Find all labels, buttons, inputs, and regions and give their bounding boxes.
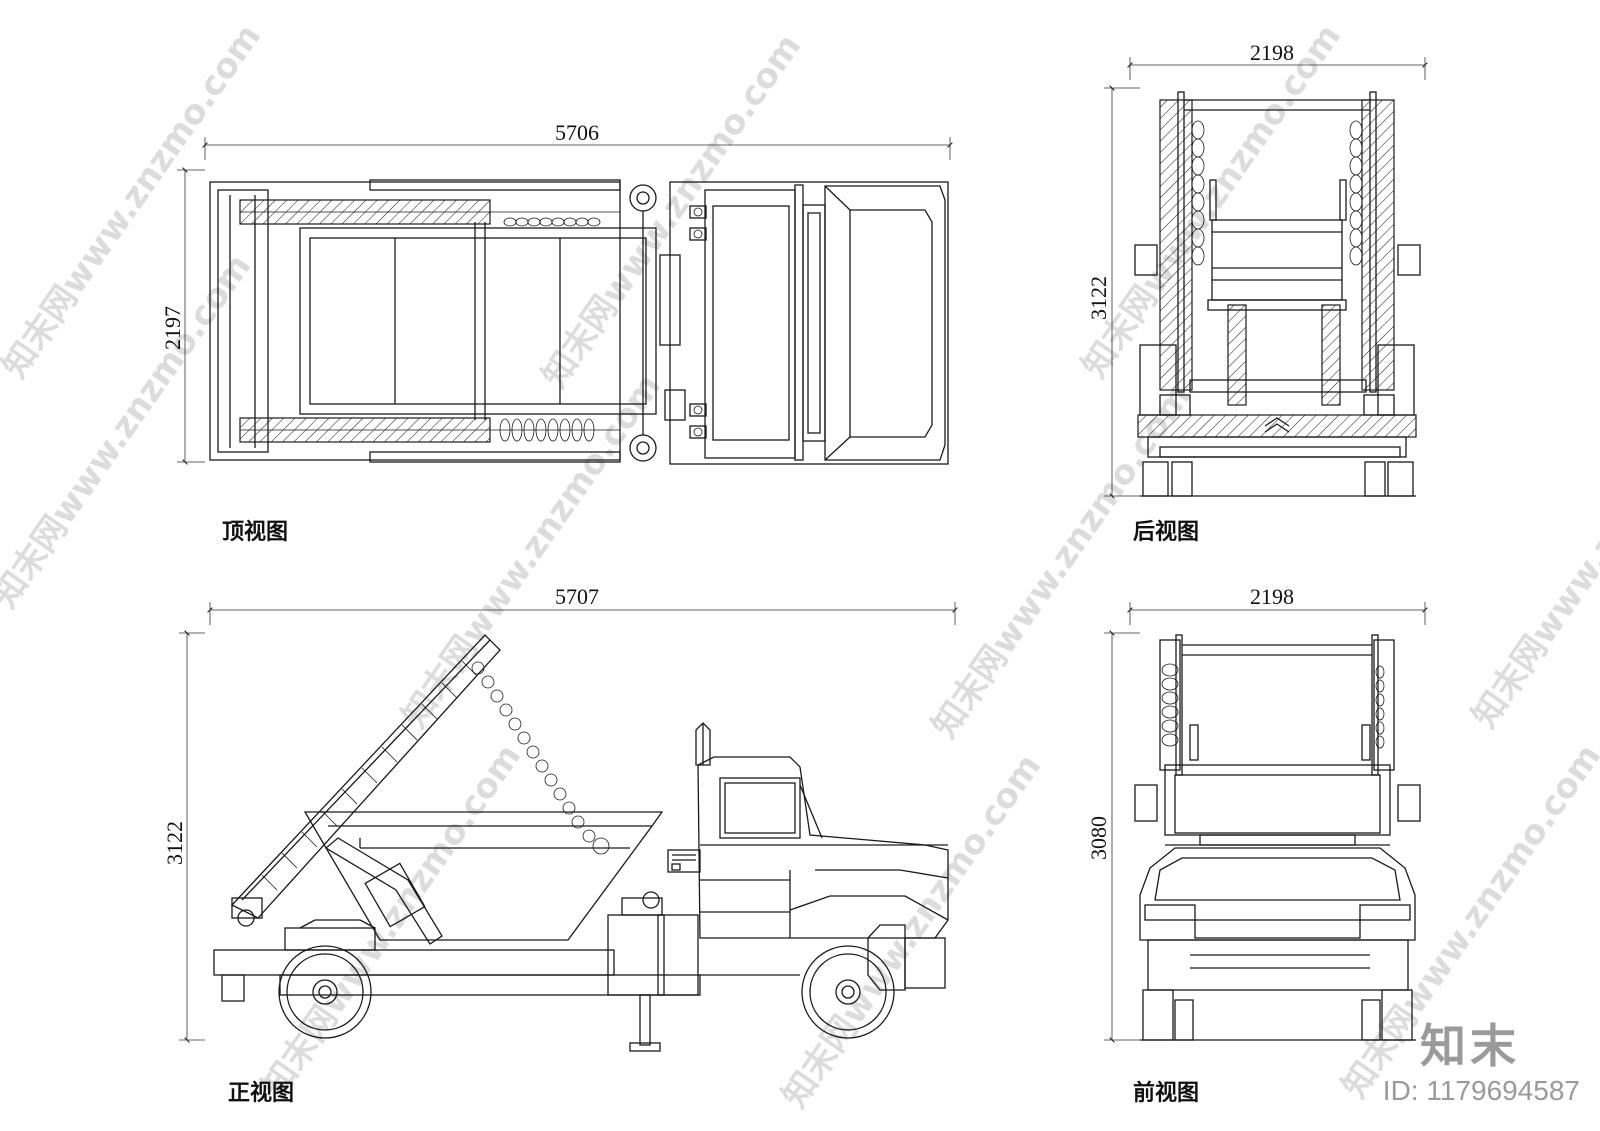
watermark-text: 知末网www.znzmo.com xyxy=(535,27,809,395)
front-height-dimension: 3080 xyxy=(1086,816,1111,860)
front-width-dimension: 2198 xyxy=(1250,584,1294,609)
front-view: 2198 3080 xyxy=(1086,584,1428,1043)
rear-height-dimension: 3122 xyxy=(1086,276,1111,320)
side-height-dimension: 3122 xyxy=(162,821,187,865)
front-view-label: 前视图 xyxy=(1133,1081,1200,1106)
watermark-text: 知末网www.znzmo.com xyxy=(1075,17,1349,385)
image-id: ID: 1179694587 xyxy=(1382,1075,1580,1106)
top-view-label: 顶视图 xyxy=(222,520,289,545)
watermark-text: 知末网www.znzmo.com xyxy=(0,17,269,385)
rear-view-label: 后视图 xyxy=(1133,520,1200,545)
watermark-text: 知末网www.znzmo.com xyxy=(775,747,1049,1115)
watermark-text: 知末网www.znzmo.com xyxy=(1465,367,1600,735)
side-length-dimension: 5707 xyxy=(555,584,599,609)
side-view: 5707 3122 xyxy=(162,584,958,1052)
top-width-dimension: 2197 xyxy=(160,306,185,350)
watermark-text: 知末网www.znzmo.com xyxy=(255,737,529,1105)
brand-logo: 知末 xyxy=(1420,1019,1520,1073)
rear-view: 2198 3122 xyxy=(1086,40,1428,499)
rear-width-dimension: 2198 xyxy=(1250,40,1294,65)
top-view: 5706 2197 xyxy=(160,120,953,465)
side-view-label: 正视图 xyxy=(228,1081,295,1106)
top-length-dimension: 5706 xyxy=(555,120,599,145)
